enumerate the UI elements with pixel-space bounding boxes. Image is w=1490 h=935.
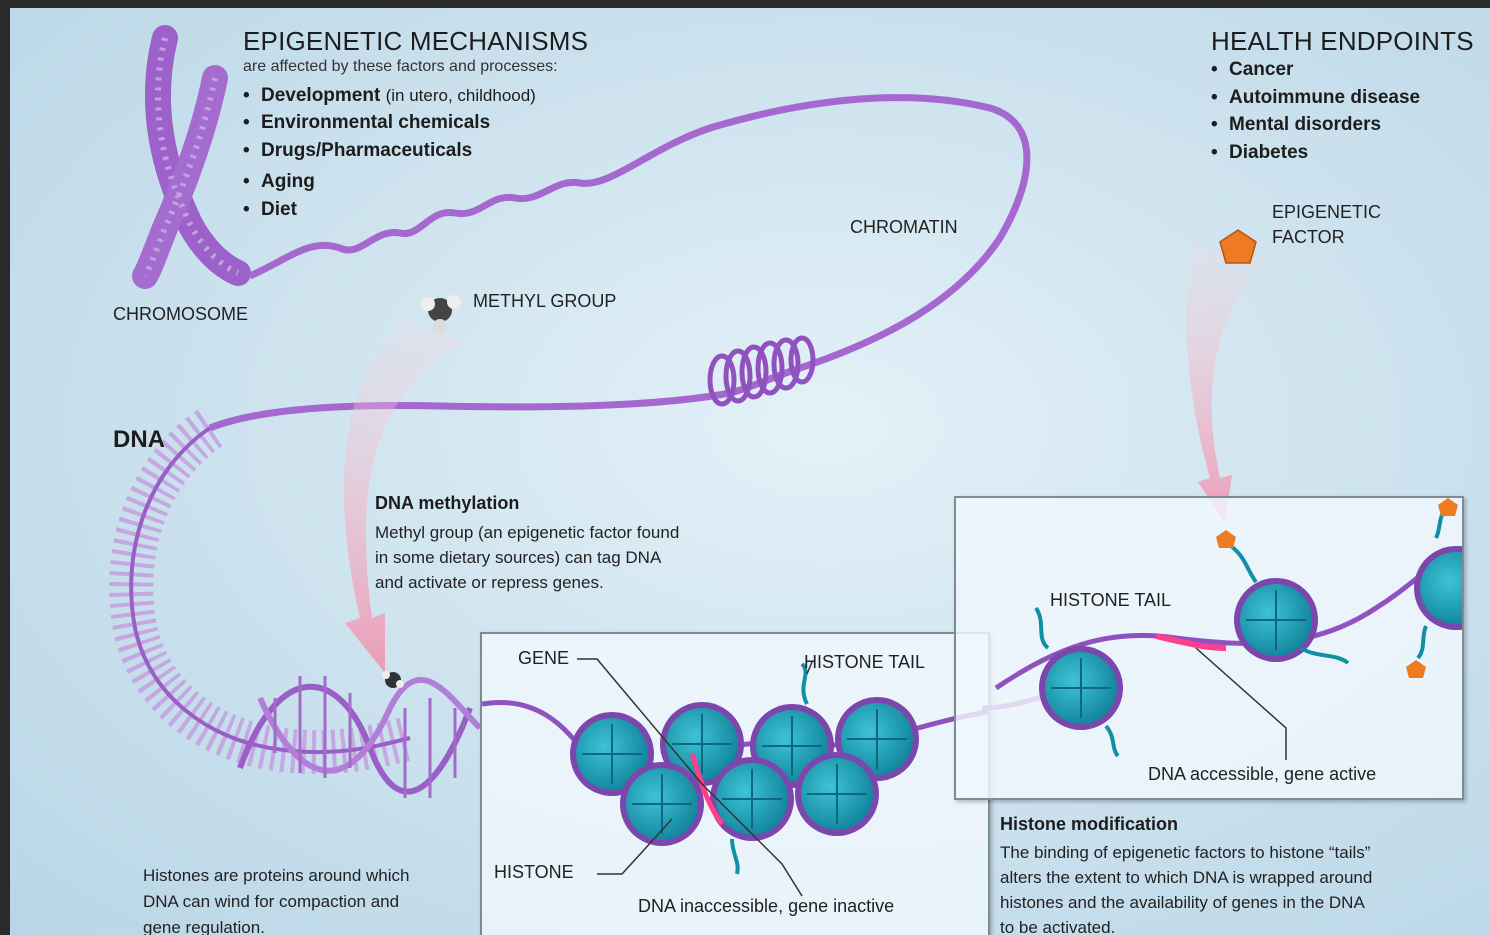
endpoint-item: •Cancer xyxy=(1211,59,1293,81)
gene-label: GENE xyxy=(518,648,569,669)
chromatin-label: CHROMATIN xyxy=(850,217,958,238)
endpoints-title: HEALTH ENDPOINTS xyxy=(1211,26,1474,57)
active-gene-artwork xyxy=(956,498,1462,798)
mechanism-item: •Environmental chemicals xyxy=(243,112,490,134)
inactive-gene-panel: GENE HISTONE TAIL HISTONE DNA inaccessib… xyxy=(480,632,990,935)
mechanism-item: •Drugs/Pharmaceuticals xyxy=(243,140,472,162)
epigenetic-factor-icon xyxy=(1220,230,1256,263)
histones-note: Histones are proteins around which DNA c… xyxy=(143,863,483,935)
histone-mod-description: The binding of epigenetic factors to his… xyxy=(1000,840,1490,935)
dna-accessible-label: DNA accessible, gene active xyxy=(1148,764,1376,785)
bound-factor-icon xyxy=(1438,498,1458,516)
active-gene-panel: HISTONE TAIL DNA accessible, gene active xyxy=(954,496,1464,800)
histone-cluster xyxy=(570,697,919,846)
endpoint-item: •Mental disorders xyxy=(1211,114,1381,136)
histone-open-1 xyxy=(1039,646,1123,730)
epigenetic-factor-label-line1: EPIGENETIC xyxy=(1272,202,1381,223)
mechanism-item: •Development (in utero, childhood) xyxy=(243,85,536,107)
histone-mod-title: Histone modification xyxy=(1000,814,1178,835)
chromosome-label: CHROMOSOME xyxy=(113,304,248,325)
bound-factor-icon xyxy=(1216,530,1236,548)
methyl-tag-icon xyxy=(382,671,404,688)
mechanism-item: •Diet xyxy=(243,199,297,221)
methyl-group-label: METHYL GROUP xyxy=(473,291,616,312)
epigenetic-factor-label-line2: FACTOR xyxy=(1272,227,1345,248)
dna-inaccessible-label: DNA inaccessible, gene inactive xyxy=(638,896,894,917)
mechanisms-title: EPIGENETIC MECHANISMS xyxy=(243,26,588,57)
endpoint-item: •Diabetes xyxy=(1211,142,1308,164)
mechanism-item: •Aging xyxy=(243,171,315,193)
dna-helix xyxy=(131,428,480,798)
mechanisms-subtitle: are affected by these factors and proces… xyxy=(243,58,558,76)
bound-factor-icon xyxy=(1406,660,1426,678)
methylation-description: Methyl group (an epigenetic factor found… xyxy=(375,520,775,595)
histone-open-3 xyxy=(1414,546,1462,630)
histone-tail-label-right: HISTONE TAIL xyxy=(1050,590,1171,611)
inactive-gene-artwork xyxy=(482,634,988,935)
factor-arrow xyxy=(1186,243,1265,523)
endpoint-item: •Autoimmune disease xyxy=(1211,87,1420,109)
diagram-canvas: EPIGENETIC MECHANISMS are affected by th… xyxy=(10,8,1490,935)
dna-label: DNA xyxy=(113,426,165,454)
methylation-title: DNA methylation xyxy=(375,493,519,514)
histone-tail-label-left: HISTONE TAIL xyxy=(804,652,925,673)
chromosome-icon xyxy=(145,38,238,276)
histone-label: HISTONE xyxy=(494,862,574,883)
